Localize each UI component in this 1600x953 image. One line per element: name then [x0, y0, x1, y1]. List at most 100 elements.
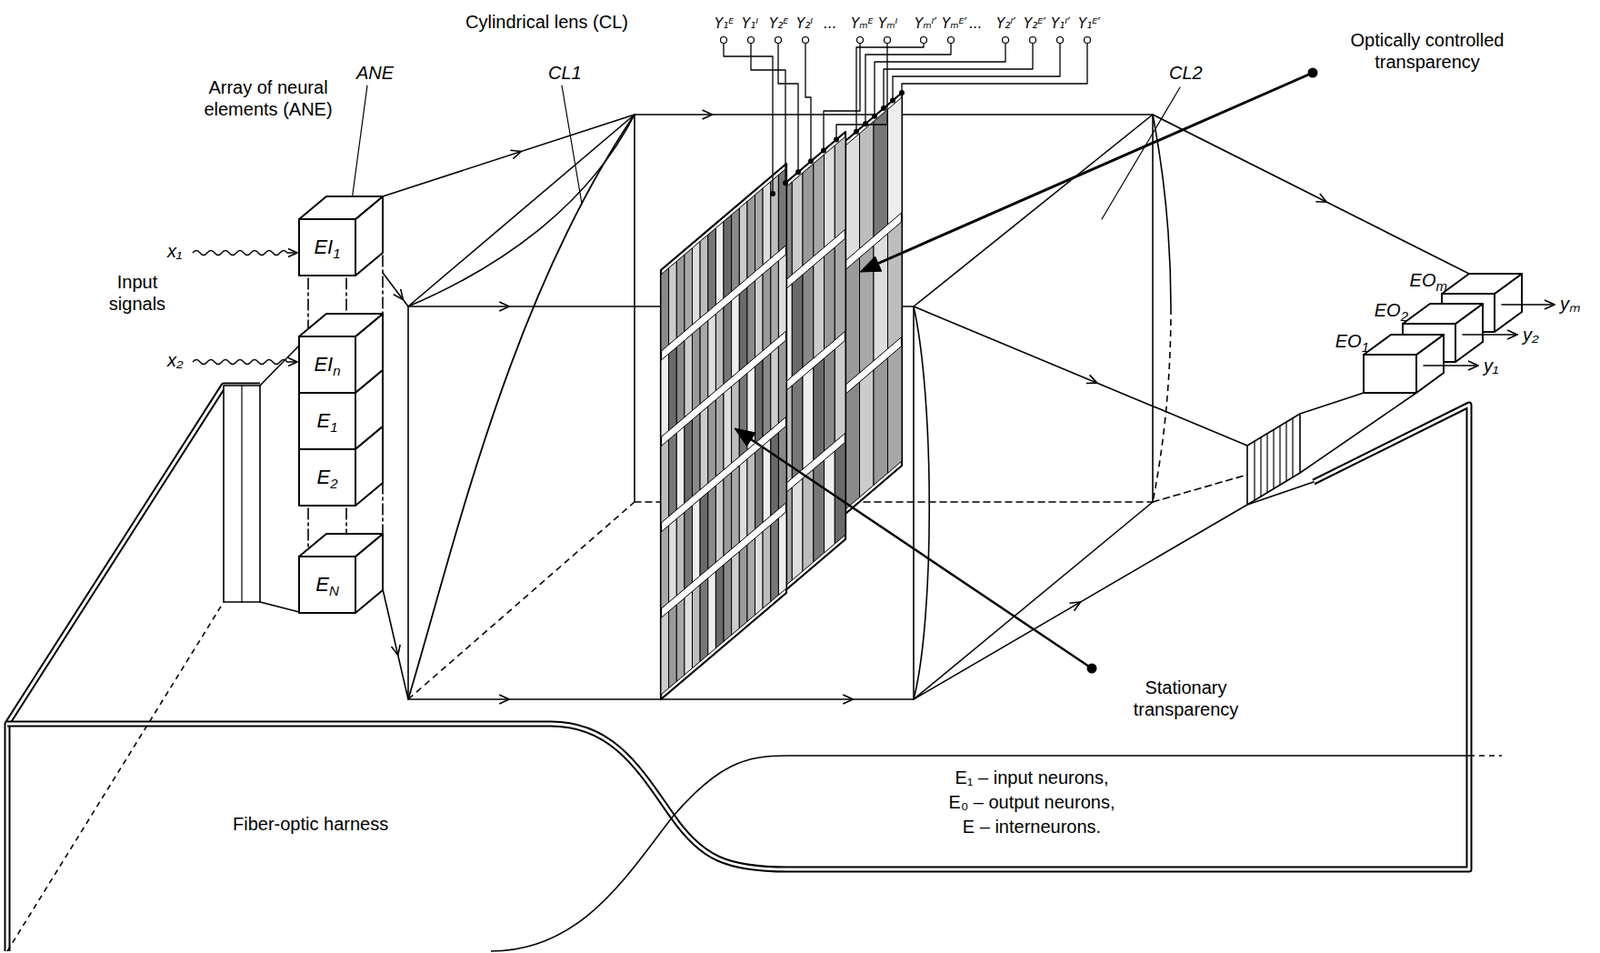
transparency-cell [723, 558, 732, 642]
transparency-cell [834, 441, 846, 544]
lens-edge [912, 306, 915, 700]
wire-contact [862, 120, 869, 127]
leader-arrow [869, 72, 1313, 268]
transparency-cell [888, 345, 903, 473]
arrowhead [288, 358, 298, 367]
wire-terminal [775, 37, 782, 44]
neuron-box: EN [299, 556, 356, 613]
wire-contact [808, 158, 814, 164]
arrowhead [842, 694, 853, 704]
signal-name: ... [823, 12, 837, 35]
callout-label: Optically controlled transparency [1322, 29, 1532, 73]
control-wire [778, 42, 799, 172]
neuron-label: EOm [1410, 268, 1448, 292]
box-top [299, 313, 383, 337]
signal-name: Y₂ᴵ [796, 12, 813, 35]
box-top [1402, 303, 1483, 324]
transparency-cell [715, 221, 724, 306]
control-wire [723, 42, 773, 194]
transparency-cell [824, 247, 836, 350]
transparency-cell [845, 381, 860, 510]
transparency-cell [700, 234, 709, 319]
neuron-index: 1 [1361, 335, 1370, 360]
wire-contact [782, 180, 789, 186]
wire-terminal [1002, 37, 1010, 44]
transparency-cell [708, 570, 717, 655]
box-top [299, 533, 383, 557]
transparency-cell [778, 253, 787, 338]
optically-controlled-transparency [760, 131, 846, 612]
transparency-cell [660, 353, 670, 438]
fiber-bundle-line [1253, 440, 1255, 500]
control-wire [836, 42, 888, 140]
gap-line [381, 482, 384, 534]
wire-contact [890, 98, 896, 104]
ray-line [1423, 364, 1479, 367]
signal-name: ... [969, 12, 982, 35]
transparency-cell [692, 412, 701, 497]
fiber-taper [1300, 392, 1364, 414]
transparency-cell [676, 598, 685, 682]
fiber-bundle [1247, 413, 1300, 505]
transparency-cell [700, 320, 709, 405]
note: E – interneurons. [900, 815, 1164, 838]
transparency-cell [791, 376, 803, 479]
transparency-cell [770, 518, 780, 602]
gap-line [381, 255, 384, 314]
transparency-cell [762, 181, 771, 266]
transparency-cell [731, 465, 740, 550]
wire-contact [853, 129, 860, 135]
transparency-cell [731, 551, 740, 636]
box-front [299, 556, 356, 613]
arrowhead [288, 249, 298, 258]
transparency-cell [888, 221, 903, 350]
neuron-index: 1 [330, 415, 338, 440]
signal-name: Y₂ᴱ′ [1023, 12, 1047, 35]
transparency-cell [845, 133, 860, 261]
transparency-cell [708, 228, 717, 312]
signal-name: Y₂ᴵ′ [996, 12, 1016, 35]
neuron-label: EO2 [1374, 298, 1409, 322]
callout-label: Stationary transparency [1110, 676, 1261, 720]
signal-name: Y₁ᴵ [741, 12, 759, 35]
transparency-cell [660, 440, 670, 524]
neuron-name: E [316, 409, 330, 433]
neuron-name: EO [1335, 329, 1362, 353]
arrowhead [1070, 601, 1081, 611]
transparency-cell [692, 584, 701, 669]
neuron-index: 2 [330, 471, 338, 496]
transparency-cell [860, 370, 875, 498]
harness-edge [490, 816, 673, 951]
transparency-cell [747, 194, 756, 279]
transparency-cell [762, 267, 771, 351]
part-name: CL2 [1169, 61, 1203, 84]
neuron-name: EO [1410, 268, 1437, 292]
transparency-cell [873, 358, 889, 486]
transparency-cell [813, 154, 825, 257]
ray-line [913, 306, 1248, 446]
signal-name: Yₘᴱ′ [941, 12, 968, 35]
ray-line [382, 589, 409, 700]
transparency-cell [708, 313, 717, 398]
control-wire [892, 42, 1060, 101]
transparency-cell [723, 300, 732, 385]
lens-surface [1152, 308, 1171, 502]
signal-name: y₂ [1522, 323, 1540, 346]
box-side [355, 426, 383, 506]
transparency-cell [802, 265, 814, 368]
transparency-cell [813, 256, 825, 359]
wire-contact [880, 105, 887, 111]
transparency-cell [723, 471, 732, 556]
signal-name: Yₘᴱ [850, 12, 873, 35]
harness-hidden-edge [1469, 754, 1502, 757]
transparency-cell [834, 238, 846, 340]
signal-name: Yₘᴵ′ [914, 12, 938, 35]
lens-surface [408, 114, 635, 307]
lens-edge [407, 306, 410, 700]
transparency-cell [834, 340, 846, 442]
arrowhead [702, 110, 713, 120]
neuron-index: n [332, 359, 340, 383]
transparency-cell [755, 445, 764, 530]
transparency-cell [676, 254, 685, 339]
fiber-bundle-line [1272, 430, 1274, 490]
